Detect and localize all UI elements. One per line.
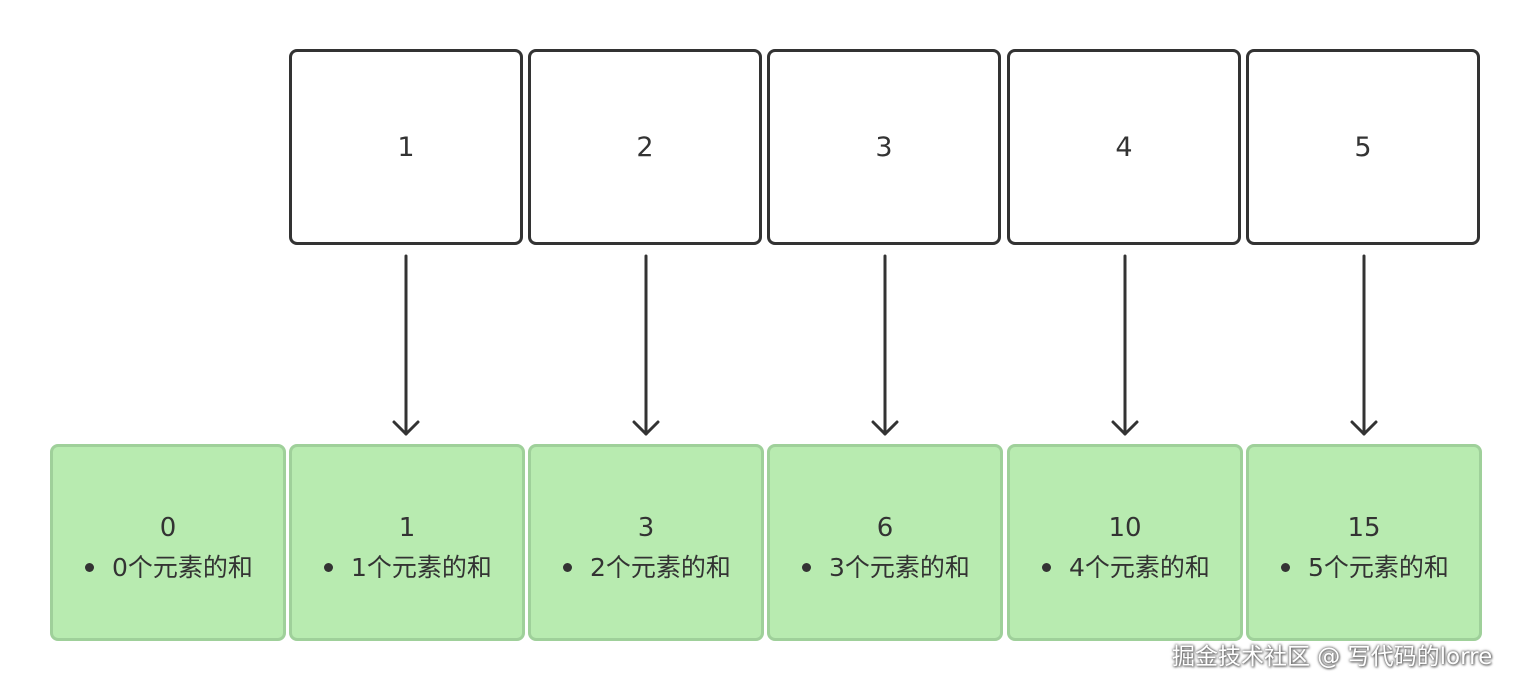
input-value: 4: [1115, 131, 1133, 163]
bullet-icon: [324, 562, 333, 572]
bullet-icon: [802, 562, 811, 572]
input-box-1: 1: [289, 49, 523, 245]
sum-description: 4个元素的和: [1042, 551, 1210, 585]
sum-description-text: 5个元素的和: [1308, 553, 1449, 582]
sum-value: 15: [1347, 513, 1381, 543]
input-box-5: 5: [1246, 49, 1480, 245]
bullet-icon: [85, 562, 94, 572]
input-value: 2: [636, 131, 654, 163]
input-value: 3: [875, 131, 893, 163]
sum-description: 5个元素的和: [1281, 551, 1449, 585]
sum-description-text: 3个元素的和: [829, 553, 970, 582]
sum-value: 3: [637, 513, 655, 543]
arrow-3: [871, 254, 899, 436]
sum-description-text: 2个元素的和: [590, 553, 731, 582]
sum-description-text: 4个元素的和: [1069, 553, 1210, 582]
prefix-sum-box-0: 0 0个元素的和: [50, 444, 286, 641]
prefix-sum-box-5: 15 5个元素的和: [1246, 444, 1482, 641]
sum-description: 1个元素的和: [324, 551, 492, 585]
sum-description: 3个元素的和: [802, 551, 970, 585]
bullet-icon: [563, 562, 572, 572]
prefix-sum-box-4: 10 4个元素的和: [1007, 444, 1243, 641]
prefix-sum-box-1: 1 1个元素的和: [289, 444, 525, 641]
prefix-sum-box-3: 6 3个元素的和: [767, 444, 1003, 641]
sum-description-text: 0个元素的和: [112, 553, 253, 582]
sum-description: 0个元素的和: [85, 551, 253, 585]
input-box-4: 4: [1007, 49, 1241, 245]
input-box-2: 2: [528, 49, 762, 245]
bullet-icon: [1042, 562, 1051, 572]
prefix-sum-box-2: 3 2个元素的和: [528, 444, 764, 641]
arrow-5: [1350, 254, 1378, 436]
watermark: 掘金技术社区 @ 写代码的lorre: [1172, 644, 1493, 670]
arrow-2: [632, 254, 660, 436]
arrow-1: [392, 254, 420, 436]
arrow-4: [1111, 254, 1139, 436]
input-value: 5: [1354, 131, 1372, 163]
sum-description-text: 1个元素的和: [351, 553, 492, 582]
sum-value: 10: [1108, 513, 1142, 543]
input-box-3: 3: [767, 49, 1001, 245]
sum-value: 1: [398, 513, 416, 543]
sum-value: 0: [159, 513, 177, 543]
sum-value: 6: [876, 513, 894, 543]
sum-description: 2个元素的和: [563, 551, 731, 585]
input-value: 1: [397, 131, 415, 163]
bullet-icon: [1281, 562, 1290, 572]
